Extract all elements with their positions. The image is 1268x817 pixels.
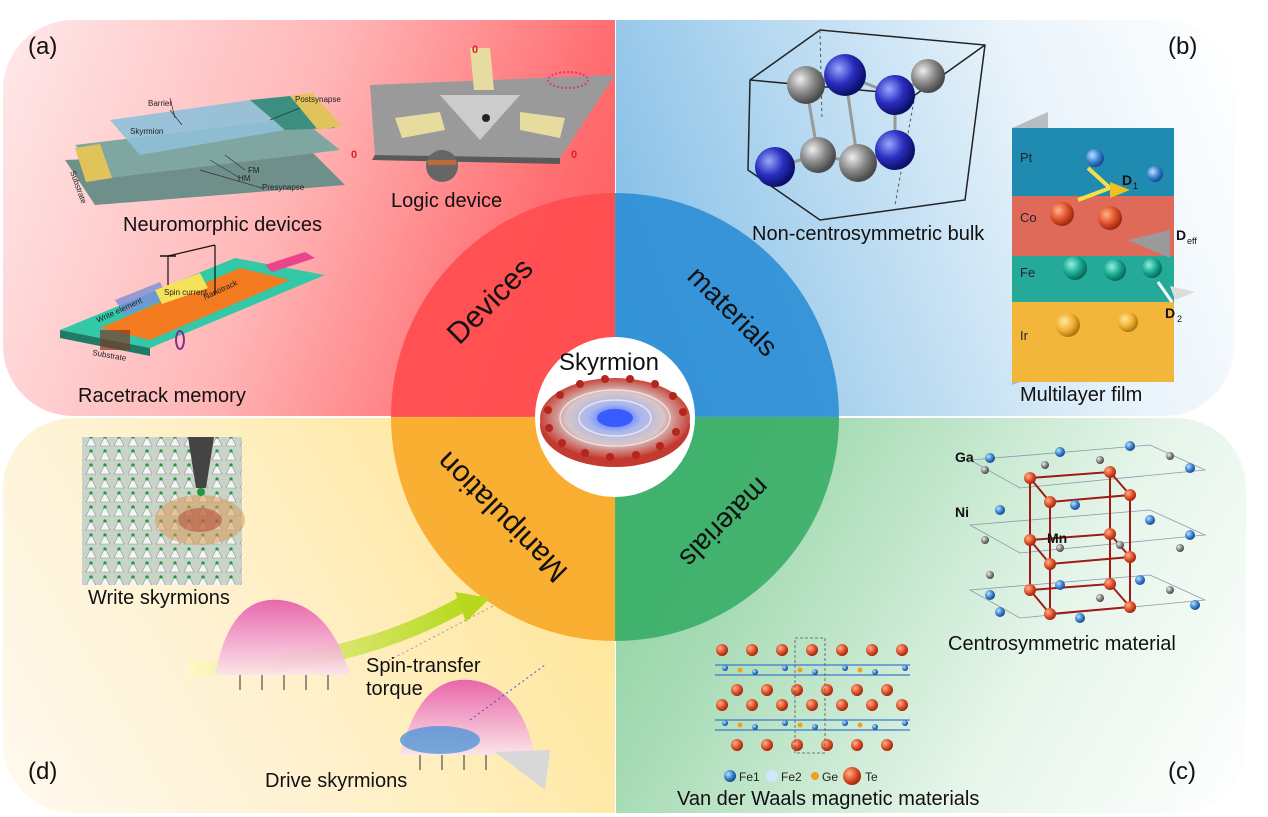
caption-non-centrosymmetric-bulk: Non-centrosymmetric bulk xyxy=(752,223,985,245)
atom-ga-label: Ga xyxy=(955,449,974,465)
crystal-cube-image xyxy=(747,29,986,221)
layer-fe: Fe xyxy=(1020,265,1035,280)
caption-write-skyrmions: Write skyrmions xyxy=(88,587,230,609)
legend-fe2: Fe2 xyxy=(781,770,802,784)
write-skyrmions-image xyxy=(82,437,245,585)
label-fm: FM xyxy=(248,166,260,175)
caption-centrosymmetric-material: Centrosymmetric material xyxy=(948,633,1176,655)
legend-te: Te xyxy=(865,770,878,784)
logic-zero-left: 0 xyxy=(351,149,357,161)
neuromorphic-device-image: Barrier Skyrmion Postsynapse FM HM Presy… xyxy=(65,93,345,205)
layer-pt: Pt xyxy=(1020,150,1033,165)
logic-zero-top: 0 xyxy=(472,44,478,56)
caption-drive-skyrmions: Drive skyrmions xyxy=(265,770,408,792)
racetrack-memory-image: Spin current Write element Nanotrack Sub… xyxy=(60,244,325,363)
skyrmion-center-image xyxy=(540,375,690,467)
vector-d2-sub: 2 xyxy=(1177,314,1182,324)
vdw-material-image: Fe1 Fe2 Ge Te xyxy=(715,637,910,785)
drive-skyrmions-image xyxy=(187,592,550,790)
panel-tag-c: (c) xyxy=(1168,758,1196,785)
atom-mn-label: Mn xyxy=(1047,530,1067,546)
vector-deff: D xyxy=(1176,227,1186,243)
panel-tag-d: (d) xyxy=(28,758,58,785)
label-spin-current: Spin current xyxy=(164,288,208,297)
vector-d1: D xyxy=(1122,172,1132,188)
layer-co: Co xyxy=(1020,210,1037,225)
panel-tag-b: (b) xyxy=(1168,33,1198,60)
caption-neuromorphic-devices: Neuromorphic devices xyxy=(123,214,322,236)
label-presynapse: Presynapse xyxy=(262,183,305,192)
centrosymmetric-lattice-image: Ga Ni Mn xyxy=(955,441,1207,623)
vector-d2: D xyxy=(1165,305,1175,321)
caption-multilayer-film: Multilayer film xyxy=(1020,384,1143,406)
legend-fe1: Fe1 xyxy=(739,770,760,784)
label-postsynapse: Postsynapse xyxy=(295,95,341,104)
panel-tag-a: (a) xyxy=(28,33,58,60)
caption-vdw-materials: Van der Waals magnetic materials xyxy=(677,788,980,810)
caption-torque: torque xyxy=(366,678,423,700)
vector-deff-sub: eff xyxy=(1187,236,1197,246)
label-barrier: Barrier xyxy=(148,99,172,108)
legend-ge: Ge xyxy=(822,770,838,784)
logic-device-image: 0 0 0 xyxy=(351,44,615,182)
caption-spin-transfer: Spin-transfer xyxy=(366,655,481,677)
caption-racetrack-memory: Racetrack memory xyxy=(78,385,246,407)
center-title: Skyrmion xyxy=(559,349,659,376)
layer-ir: Ir xyxy=(1020,328,1029,343)
vector-d1-sub: 1 xyxy=(1133,181,1138,191)
multilayer-film-image: Pt Co Fe Ir D 1 D eff D 2 xyxy=(1012,112,1197,385)
caption-logic-device: Logic device xyxy=(391,190,503,212)
atom-ni-label: Ni xyxy=(955,504,969,520)
logic-zero-right: 0 xyxy=(571,149,577,161)
label-hm: HM xyxy=(238,174,251,183)
label-skyrmion: Skyrmion xyxy=(130,127,163,136)
